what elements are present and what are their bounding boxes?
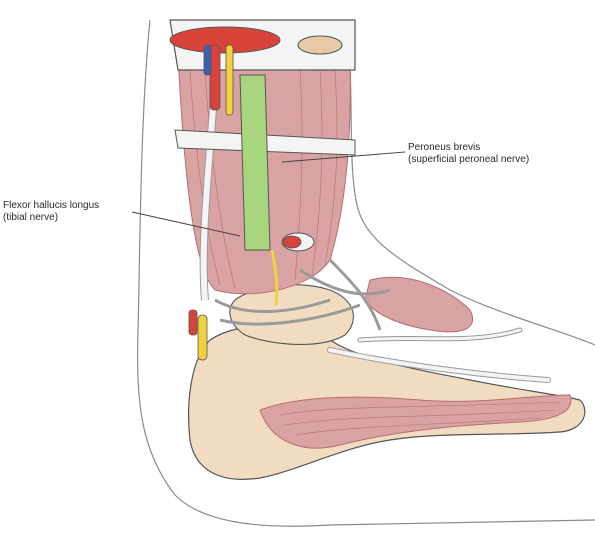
- plantar-muscle-fibres: [279, 401, 561, 436]
- peroneus-brevis-label: Peroneus brevis (superficial peroneal ne…: [408, 142, 529, 166]
- nerve: [225, 44, 234, 116]
- plantar-muscle: [259, 394, 572, 449]
- graft-strip: [239, 74, 271, 251]
- leg-muscle-fibres: [189, 69, 338, 289]
- posterior-nerve: [197, 314, 208, 361]
- skin-outline: [136, 19, 595, 527]
- tibial-nerve-branch: [270, 249, 279, 306]
- dorsal-foot-muscle: [364, 276, 473, 333]
- fhl-name: Flexor hallucis longus: [3, 200, 100, 211]
- posterior-artery: [188, 309, 198, 336]
- fhl-innervation: (tibial nerve): [3, 212, 59, 223]
- leg-cross-section: [169, 26, 281, 54]
- vein: [203, 44, 212, 76]
- ankle-ligaments: [214, 258, 391, 331]
- peroneus-brevis-name: Peroneus brevis: [408, 142, 481, 153]
- fhl-leader: [131, 211, 241, 237]
- artery: [209, 44, 221, 111]
- peroneus-brevis-innervation: (superficial peroneal nerve): [408, 154, 530, 165]
- flexor-hallucis-longus-label: Flexor hallucis longus (tibial nerve): [3, 200, 99, 224]
- peroneus-brevis-leader: [281, 151, 406, 163]
